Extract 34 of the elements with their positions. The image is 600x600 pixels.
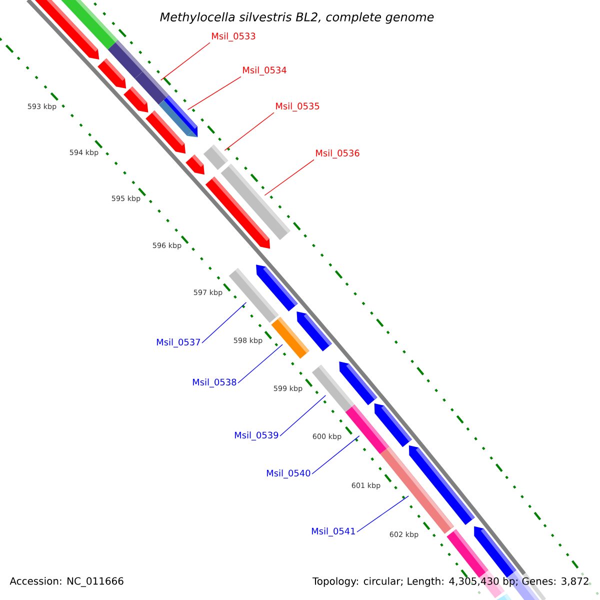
leader-line — [224, 112, 274, 151]
leader-line — [187, 76, 242, 110]
gene-feature — [98, 58, 126, 89]
gene-label: Msil_0534 — [243, 66, 286, 76]
gene-bar — [203, 144, 228, 170]
leader-line — [238, 344, 283, 384]
leader-line — [312, 435, 360, 474]
leader-line — [202, 302, 247, 344]
gene-label: Msil_0538 — [192, 378, 236, 388]
leader-line — [280, 395, 326, 436]
gene-bar — [446, 529, 505, 598]
gene-feature — [256, 264, 298, 312]
leader-line — [356, 496, 409, 532]
gene-label: Msil_0535 — [276, 102, 320, 112]
leader-line — [264, 159, 314, 196]
gene-feature — [339, 361, 378, 406]
gene-label: Msil_0537 — [156, 338, 200, 348]
leader-line — [160, 42, 210, 81]
gene-feature — [34, 0, 100, 60]
gene-feature — [296, 312, 332, 352]
gene-feature — [146, 110, 186, 154]
accession-text: Accession: NC_011666 — [10, 577, 124, 587]
gene-label: Msil_0541 — [312, 528, 355, 536]
gene-label: Msil_0540 — [267, 470, 310, 478]
title: Methylocella silvestris BL2, complete genome — [160, 12, 434, 24]
gene-feature — [205, 176, 270, 249]
gene-label: Msil_0533 — [212, 32, 256, 42]
gene-feature — [186, 154, 204, 175]
genome-stats-text: Topology: circular; Length: 4,305,430 bp; Genes: 3,872 — [312, 577, 588, 587]
gene-feature — [374, 403, 412, 448]
gene-feature — [408, 445, 475, 525]
gene-feature — [124, 86, 148, 113]
gene-label: Msil_0539 — [235, 432, 278, 440]
gene-label: Msil_0536 — [316, 150, 360, 158]
